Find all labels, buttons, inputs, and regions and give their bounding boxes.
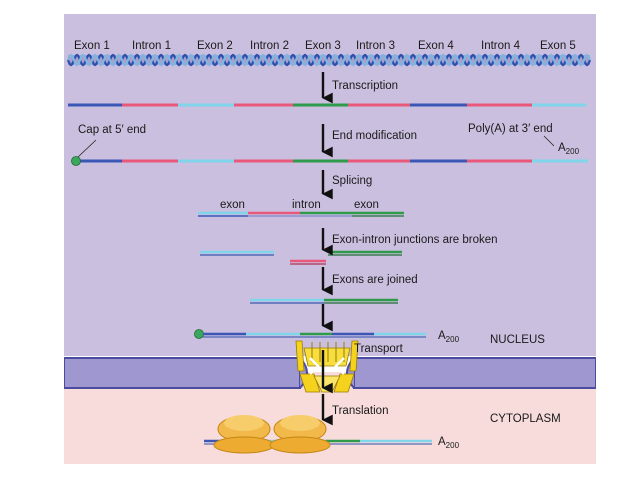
- ribosome-icon: [269, 415, 331, 454]
- step-junctions-broken: Exon-intron junctions are broken: [332, 234, 498, 246]
- gene-label-intron-2: Intron 2: [250, 40, 289, 52]
- step-translation: Translation: [332, 405, 389, 417]
- diagram-art: [64, 53, 596, 454]
- nuclear-envelope-right: [353, 357, 596, 389]
- step-transcription: Transcription: [332, 80, 399, 92]
- ribosome-icon: [213, 415, 275, 454]
- step-splicing: Splicing: [332, 175, 373, 187]
- modified-transcript: [71, 135, 588, 166]
- cytoplasm-label: CYTOPLASM: [490, 413, 561, 425]
- nucleus-label: NUCLEUS: [490, 334, 545, 346]
- step-end-modification: End modification: [332, 130, 418, 142]
- gene-label-intron-4: Intron 4: [481, 40, 520, 52]
- splice-exon-left-label: exon: [220, 199, 245, 211]
- polya-tail-label-3: A200: [438, 436, 460, 450]
- gene-label-exon-4: Exon 4: [418, 40, 454, 52]
- cap-label: Cap at 5′ end: [78, 124, 147, 136]
- nuclear-pore-complex: [295, 340, 359, 393]
- mature-mrna-nucleus: [194, 329, 426, 339]
- polya-tail-label-1: A200: [558, 142, 580, 156]
- polya-label: Poly(A) at 3′ end: [468, 123, 553, 135]
- splicing-intermediate: [198, 211, 404, 217]
- gene-label-exon-1: Exon 1: [74, 40, 110, 52]
- broken-pieces: [200, 250, 402, 265]
- dna-double-helix: [66, 53, 592, 67]
- step-transport: Transport: [354, 343, 403, 355]
- polya-tail-label-2: A200: [438, 330, 460, 344]
- step-exons-joined: Exons are joined: [332, 274, 418, 286]
- gene-label-intron-1: Intron 1: [132, 40, 171, 52]
- diagram-panel: Exon 1 Intron 1 Exon 2 Intron 2 Exon 3 I…: [64, 14, 596, 464]
- gene-label-exon-2: Exon 2: [197, 40, 233, 52]
- splice-intron-label: intron: [292, 199, 321, 211]
- nuclear-envelope-left: [64, 357, 301, 389]
- gene-label-exon-5: Exon 5: [540, 40, 576, 52]
- splice-exon-right-label: exon: [354, 199, 379, 211]
- joined-exons: [250, 298, 398, 304]
- cap-icon: [71, 156, 81, 166]
- gene-label-exon-3: Exon 3: [305, 40, 341, 52]
- gene-label-intron-3: Intron 3: [356, 40, 395, 52]
